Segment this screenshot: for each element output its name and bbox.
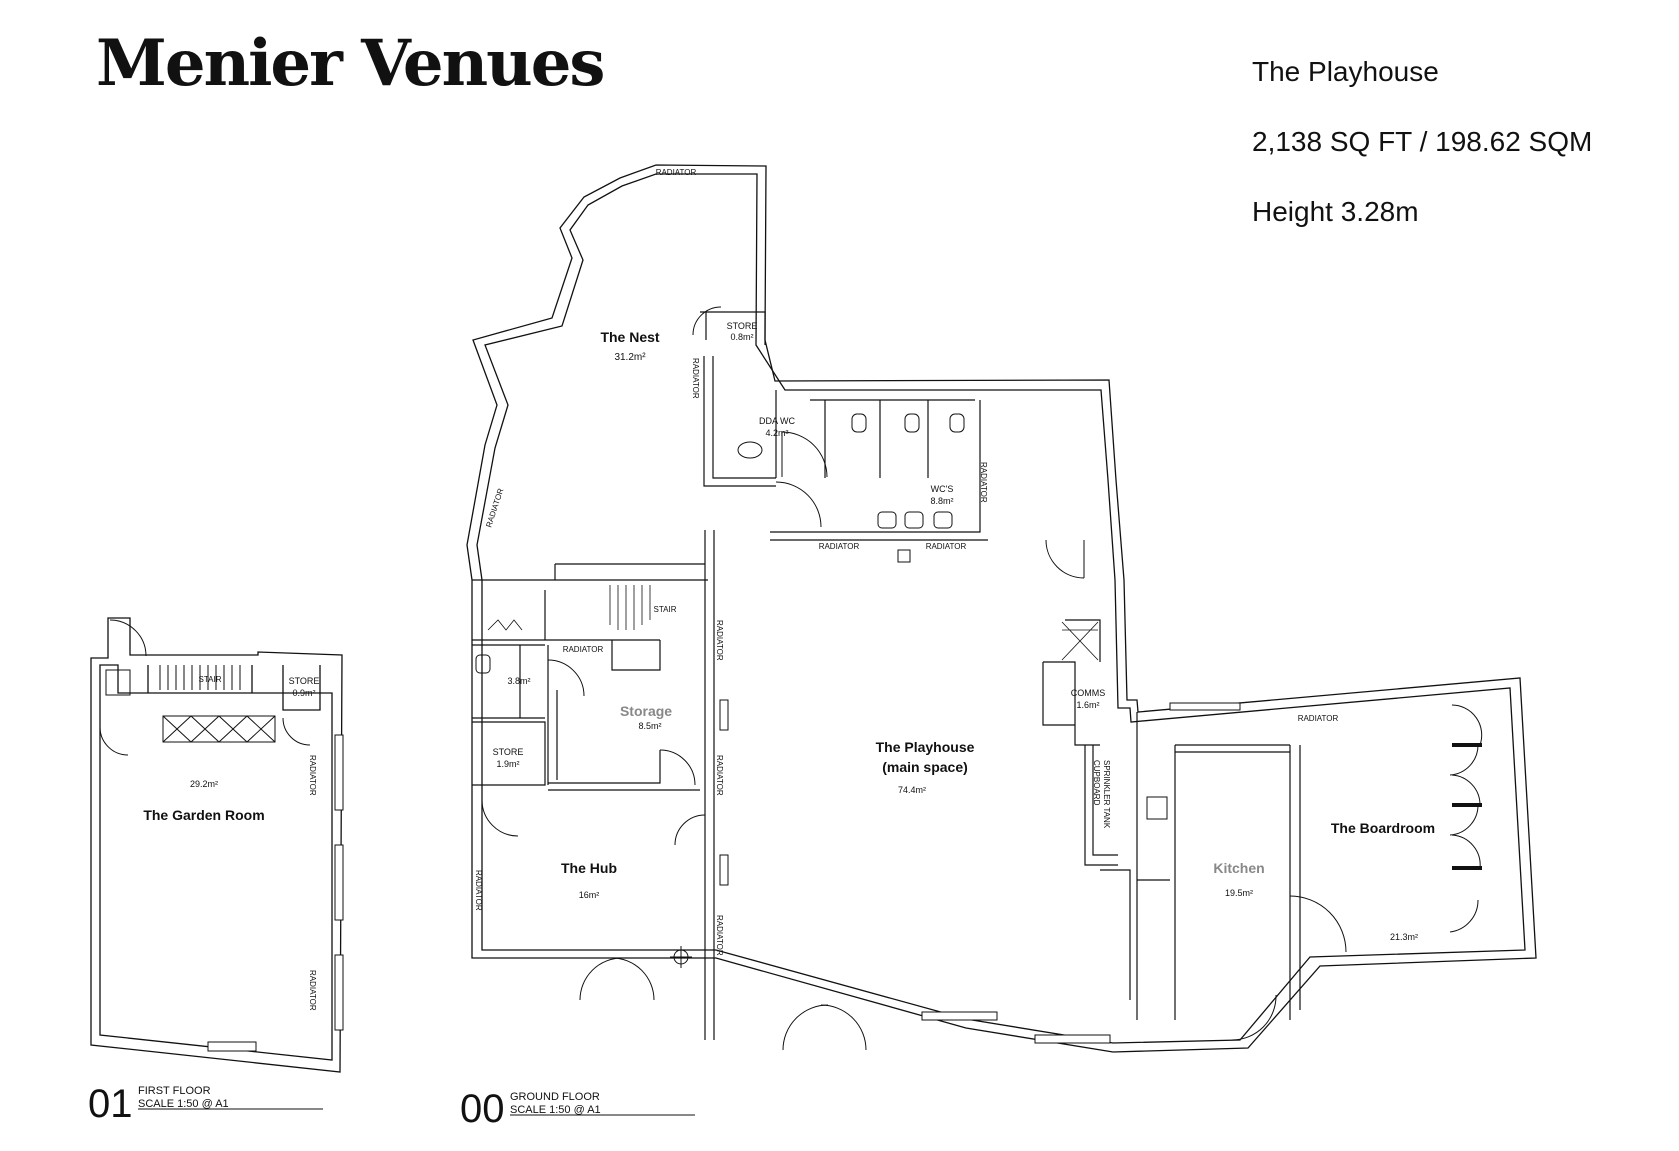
ground-floor-walls	[466, 164, 1537, 1053]
wcs-name: WC'S	[931, 484, 954, 494]
ground-floor-number: 00	[460, 1087, 505, 1131]
radiator-label-core-right-1: RADIATOR	[715, 620, 724, 661]
kitchen-name: Kitchen	[1213, 860, 1264, 876]
playhouse-name: The Playhouse	[876, 739, 975, 755]
radiator-label-boardroom: RADIATOR	[1298, 714, 1339, 723]
nest-name: The Nest	[600, 329, 659, 345]
wcs-area: 8.8m²	[930, 496, 953, 506]
hub-name: The Hub	[561, 860, 617, 876]
radiator-label-hub: RADIATOR	[474, 870, 483, 911]
door-swings	[481, 306, 1347, 1051]
ground-floor-scale: SCALE 1:50 @ A1	[510, 1104, 601, 1116]
playhouse-subtitle: (main space)	[882, 759, 968, 775]
brand-logo-text: Menier Venues	[96, 26, 605, 101]
store-first-name: STORE	[289, 676, 320, 686]
comms-area: 1.6m²	[1076, 700, 1099, 710]
radiator-label-nest-right: RADIATOR	[691, 358, 700, 399]
store-ground-name: STORE	[493, 747, 524, 757]
floor-legends: 01 FIRST FLOOR SCALE 1:50 @ A1 00 GROUND…	[88, 1082, 601, 1131]
stair-treads	[487, 585, 1099, 661]
radiator-label-garden-2: RADIATOR	[308, 970, 317, 1011]
boardroom-folding-partition	[1449, 704, 1483, 933]
garden-room-area: 29.2m²	[190, 779, 218, 789]
boardroom-partition-panels	[1452, 743, 1482, 870]
venue-name: The Playhouse	[1252, 56, 1439, 87]
fixture-labels: RADIATOR RADIATOR RADIATOR RADIATOR RADI…	[199, 168, 1339, 1011]
first-floor-name: FIRST FLOOR	[138, 1085, 211, 1097]
radiator-label-lobby-1: RADIATOR	[819, 542, 860, 551]
sprinkler-line2: CUPBOARD	[1092, 760, 1101, 806]
storage-area: 8.5m²	[638, 721, 661, 731]
window-glazing	[719, 699, 1241, 1044]
boardroom-name: The Boardroom	[1331, 820, 1435, 836]
boardroom-area: 21.3m²	[1390, 932, 1418, 942]
radiator-label-nest-left: RADIATOR	[484, 487, 505, 529]
first-floor-number: 01	[88, 1082, 133, 1126]
radiator-label-wc: RADIATOR	[979, 462, 988, 503]
store-ground-area: 1.9m²	[496, 759, 519, 769]
first-floor-details	[99, 619, 344, 1052]
venue-area: 2,138 SQ FT / 198.62 SQM	[1252, 126, 1593, 157]
ground-floor-name: GROUND FLOOR	[510, 1091, 600, 1103]
sprinkler-line1: SPRINKLER TANK	[1102, 760, 1111, 829]
radiator-label-core-right-2: RADIATOR	[715, 755, 724, 796]
room-labels: The Nest 31.2m² STORE 0.8m² DDA WC 4.2m²…	[143, 321, 1435, 942]
dda-wc-name: DDA WC	[759, 416, 796, 426]
stair-label-first: STAIR	[199, 675, 222, 684]
radiator-label-garden-1: RADIATOR	[308, 755, 317, 796]
storage-name: Storage	[620, 703, 672, 719]
radiator-label-lobby-2: RADIATOR	[926, 542, 967, 551]
store-nest-area: 0.8m²	[730, 332, 753, 342]
first-floor-scale: SCALE 1:50 @ A1	[138, 1098, 229, 1110]
radiator-label-nest-top: RADIATOR	[656, 168, 697, 177]
store-first-area: 0.9m²	[292, 688, 315, 698]
comms-name: COMMS	[1071, 688, 1106, 698]
garden-room-name: The Garden Room	[143, 807, 264, 823]
dda-wc-area: 4.2m²	[765, 428, 788, 438]
store-nest-name: STORE	[727, 321, 758, 331]
nest-area: 31.2m²	[614, 352, 646, 363]
radiator-label-core: RADIATOR	[563, 645, 604, 654]
first-floor-walls	[90, 617, 343, 1073]
venue-height: Height 3.28m	[1252, 196, 1419, 227]
playhouse-area: 74.4m²	[898, 785, 926, 795]
radiator-label-core-right-3: RADIATOR	[715, 915, 724, 956]
ground-floor-partitions	[472, 311, 1301, 1040]
hub-area: 16m²	[579, 890, 600, 900]
sanitary-fixtures	[475, 413, 1168, 968]
stair-label-ground: STAIR	[654, 605, 677, 614]
small-store-area: 3.8m²	[507, 676, 530, 686]
kitchen-area: 19.5m²	[1225, 888, 1253, 898]
